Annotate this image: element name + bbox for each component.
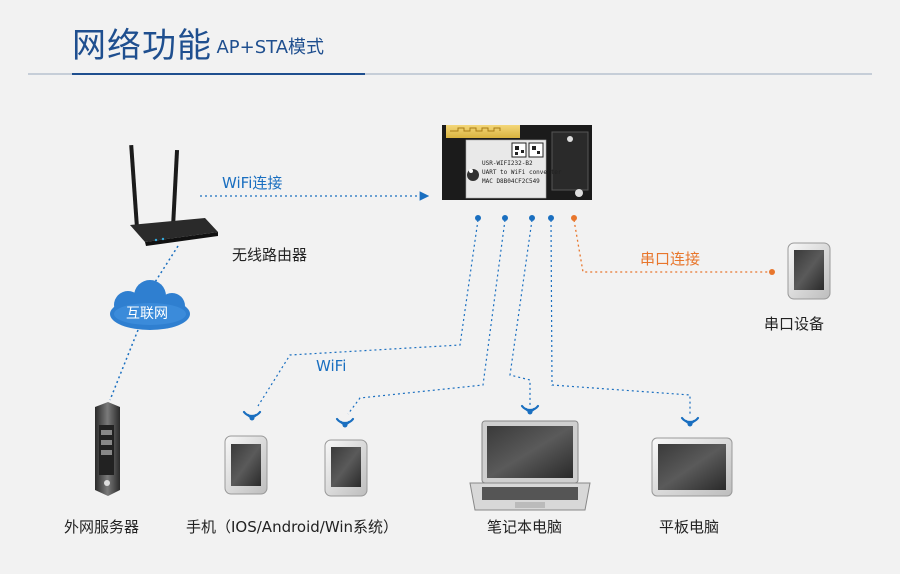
serial-device-label: 串口设备 (764, 315, 825, 333)
wifi-signal-dots (249, 409, 693, 428)
module-desc-text: UART to WiFi converter (482, 169, 562, 176)
router-cloud-line (149, 245, 179, 291)
server-label: 外网服务器 (64, 518, 140, 536)
module-wifi-lines (257, 219, 691, 415)
cloud-server-line (109, 329, 139, 401)
phone-icon-1 (224, 435, 268, 495)
module-mac-text: MAC D8B04CF2C549 (482, 178, 540, 185)
wifi-label: WiFi (316, 357, 347, 375)
serial-device-icon (787, 242, 831, 300)
module-model-text: USR-WIFI232-B2 (482, 160, 533, 167)
internet-label: 互联网 (126, 306, 168, 322)
laptop-label: 笔记本电脑 (487, 518, 563, 536)
module-pins (475, 215, 577, 221)
serial-link-label: 串口连接 (640, 250, 701, 268)
tablet-icon (651, 437, 733, 497)
phone-label: 手机（IOS/Android/Win系统） (186, 518, 399, 536)
router-label: 无线路由器 (232, 246, 308, 264)
page-title: 网络功能 (72, 26, 212, 66)
cloud-icon (110, 280, 190, 330)
laptop-icon (469, 420, 591, 511)
wifi-module: USR-WIFI232-B2 UART to WiFi converter MA… (442, 125, 592, 200)
server-icon (95, 402, 120, 496)
wifi-signal-icons (242, 404, 700, 426)
serial-end-dot (769, 269, 775, 275)
page-subtitle: · AP+STA模式 (205, 37, 325, 58)
router (129, 144, 218, 246)
phone-icon-2 (324, 439, 368, 497)
tablet-label: 平板电脑 (659, 518, 720, 536)
wifi-link-label: WiFi连接 (222, 174, 283, 192)
